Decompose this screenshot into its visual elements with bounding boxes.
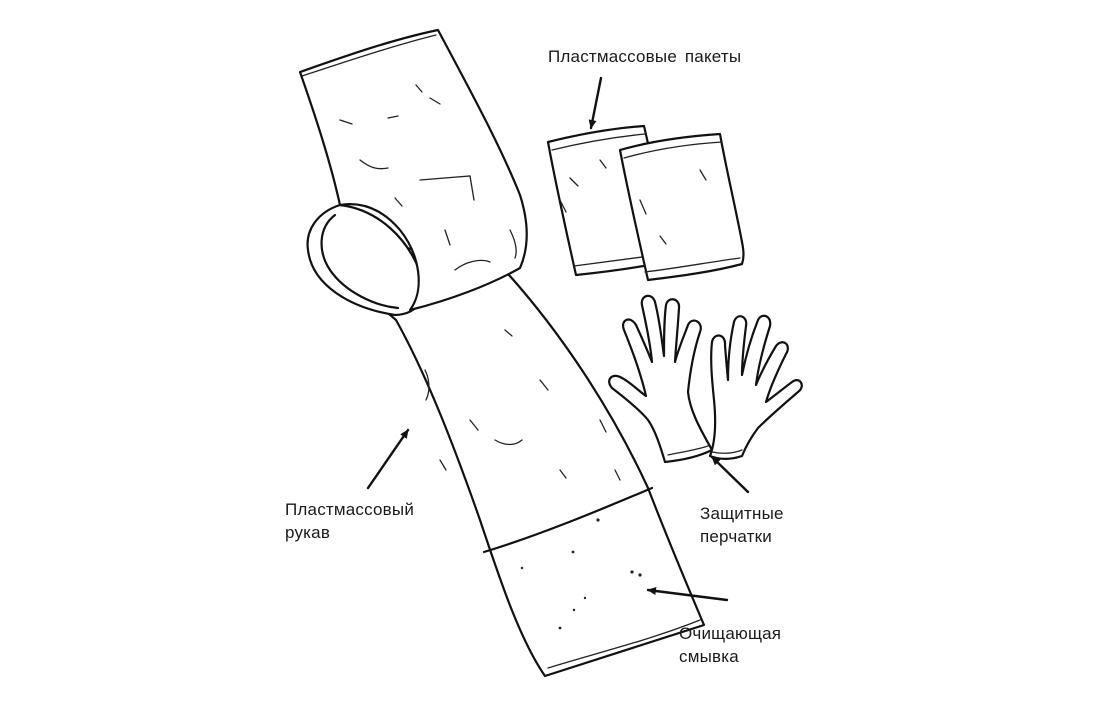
plastic-bags	[546, 124, 745, 282]
label-cleaning-wipe-line2: смывка	[679, 647, 739, 666]
label-plastic-sleeve-line2: рукав	[285, 523, 331, 542]
sleeve-lower-strip	[316, 230, 706, 678]
label-protective-gloves-line1: Защитные	[700, 504, 784, 523]
arrow-gloves	[710, 455, 750, 494]
arrows	[366, 76, 750, 602]
protective-gloves	[608, 294, 803, 464]
arrow-wipe	[646, 587, 729, 602]
arrow-bags	[588, 76, 603, 130]
glove-right	[708, 314, 803, 461]
label-plastic-sleeve: Пластмассовый рукав	[285, 498, 414, 544]
sleeve-upper-sheet	[298, 28, 528, 312]
plastic-sleeve	[298, 28, 706, 678]
plastic-bag-right	[618, 132, 745, 282]
glove-left	[608, 294, 714, 464]
label-cleaning-wipe-line1: Очищающая	[679, 624, 782, 643]
sleeve-roll-loop	[306, 203, 425, 317]
label-protective-gloves: Защитные перчатки	[700, 502, 784, 548]
label-protective-gloves-line2: перчатки	[700, 527, 772, 546]
label-plastic-bags-text: Пластмассовые пакеты	[548, 47, 742, 66]
label-cleaning-wipe: Очищающая смывка	[679, 622, 781, 668]
arrow-sleeve	[366, 428, 410, 490]
label-plastic-bags: Пластмассовые пакеты	[548, 45, 741, 68]
label-plastic-sleeve-line1: Пластмассовый	[285, 500, 415, 519]
